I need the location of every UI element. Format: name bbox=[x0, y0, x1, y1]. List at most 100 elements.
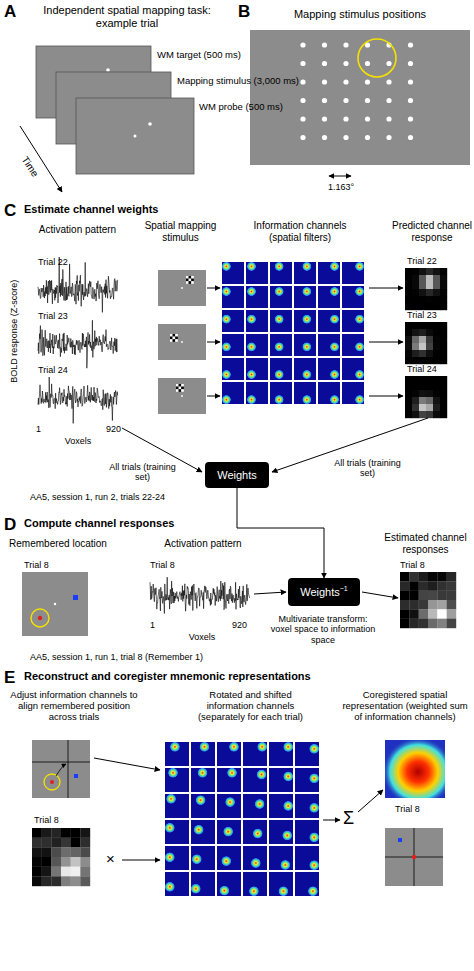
position-dot bbox=[300, 135, 305, 140]
position-dot bbox=[343, 116, 348, 121]
channel-cell bbox=[342, 358, 364, 380]
arrow-note: All trials (training set) bbox=[105, 462, 180, 483]
channel-response-cell bbox=[428, 572, 438, 582]
channel-filter bbox=[355, 314, 365, 324]
event-label: Mapping stimulus (3,000 ms) bbox=[177, 76, 299, 87]
channel-response-cell bbox=[409, 609, 419, 619]
channel-response-cell bbox=[426, 336, 433, 343]
channel-cell bbox=[191, 820, 215, 844]
checker-square bbox=[179, 384, 182, 387]
column-header: Activation pattern bbox=[148, 538, 258, 550]
channel-response-cell bbox=[426, 275, 433, 282]
channel-cell bbox=[294, 358, 316, 380]
position-dot bbox=[365, 135, 370, 140]
channel-response-cell bbox=[440, 350, 447, 357]
channel-response-cell bbox=[437, 581, 447, 591]
channel-response-cell bbox=[419, 357, 426, 364]
channel-cell bbox=[342, 334, 364, 356]
position-dot bbox=[322, 98, 327, 103]
channel-response-cell bbox=[426, 303, 433, 310]
channel-response-cell bbox=[80, 867, 90, 877]
checker-square bbox=[179, 389, 182, 392]
channel-filter bbox=[308, 886, 319, 897]
channel-response-cell bbox=[433, 397, 440, 404]
channel-filter bbox=[222, 287, 232, 297]
channel-response-cell bbox=[409, 581, 419, 591]
channel-cell bbox=[191, 872, 215, 896]
channel-cell bbox=[342, 286, 364, 308]
leader-arrow bbox=[122, 860, 160, 861]
position-dot bbox=[343, 61, 348, 66]
channel-response-cell bbox=[412, 397, 419, 404]
channel-filter bbox=[283, 801, 294, 812]
channel-response-cell bbox=[419, 296, 426, 303]
remembered-circle bbox=[44, 774, 60, 790]
channel-response-cell bbox=[419, 268, 426, 275]
example-position-circle bbox=[358, 39, 396, 77]
panel-letter: A bbox=[4, 2, 16, 22]
channel-filter bbox=[274, 314, 284, 324]
connector bbox=[237, 488, 324, 578]
distractor-square bbox=[398, 838, 402, 842]
rotation-arrow bbox=[56, 764, 66, 776]
channel-response-cell bbox=[80, 847, 90, 857]
channel-response-cell bbox=[437, 591, 447, 601]
channel-response-cell bbox=[419, 329, 426, 336]
axis-label: Voxels bbox=[172, 632, 232, 642]
channel-filter bbox=[302, 287, 312, 297]
channel-filter bbox=[302, 342, 312, 352]
channel-response-cell bbox=[51, 876, 61, 886]
channel-filter bbox=[355, 287, 365, 297]
channel-response-cell bbox=[400, 591, 410, 601]
checker-square bbox=[176, 384, 179, 387]
position-dot bbox=[300, 79, 305, 84]
channel-filter bbox=[274, 262, 284, 272]
bold-trace bbox=[38, 257, 118, 312]
channel-cell bbox=[270, 382, 292, 404]
remembered-dot bbox=[50, 780, 54, 784]
channel-filter bbox=[251, 858, 262, 869]
position-dot bbox=[408, 61, 413, 66]
channel-filter bbox=[302, 395, 312, 405]
channel-response-cell bbox=[412, 296, 419, 303]
channel-response-cell bbox=[419, 600, 429, 610]
axis-tick: 920 bbox=[106, 424, 121, 434]
channel-cell bbox=[217, 846, 241, 870]
checker-square bbox=[176, 387, 179, 390]
checker-square bbox=[176, 389, 179, 392]
channel-response-cell bbox=[440, 282, 447, 289]
channel-cell bbox=[318, 262, 340, 284]
position-dot bbox=[365, 61, 370, 66]
channel-response-cell bbox=[433, 322, 440, 329]
channel-response-cell bbox=[440, 289, 447, 296]
fixation-dot bbox=[181, 395, 183, 397]
channel-response-cell bbox=[419, 289, 426, 296]
channel-response-cell bbox=[433, 383, 440, 390]
channel-response-cell bbox=[405, 411, 412, 418]
leader-arrow bbox=[369, 396, 403, 397]
dimension-label: 1.163° bbox=[311, 182, 371, 192]
channel-response-cell bbox=[51, 857, 61, 867]
channel-filter bbox=[219, 885, 230, 896]
leader-arrow bbox=[369, 288, 403, 289]
channel-response-cell bbox=[61, 876, 71, 886]
column-header: Information channels (spatial filters) bbox=[240, 220, 360, 243]
position-dot bbox=[300, 61, 305, 66]
channel-response-cell bbox=[412, 322, 419, 329]
channel-response-cell bbox=[437, 609, 447, 619]
distractor-square bbox=[73, 595, 78, 600]
channel-response-cell bbox=[412, 268, 419, 275]
channel-cell bbox=[165, 742, 189, 766]
channel-filter bbox=[274, 287, 284, 297]
channel-cell bbox=[165, 794, 189, 818]
channel-cell bbox=[243, 872, 267, 896]
channel-response-cell bbox=[71, 828, 81, 838]
channel-response-cell bbox=[405, 390, 412, 397]
channel-cell bbox=[222, 286, 244, 308]
channel-filter bbox=[193, 824, 204, 835]
checker-square bbox=[175, 339, 178, 342]
trial-label: Trial 22 bbox=[38, 257, 68, 267]
channel-filter bbox=[199, 742, 210, 753]
channel-response-cell bbox=[409, 600, 419, 610]
channel-response-cell bbox=[426, 376, 433, 383]
